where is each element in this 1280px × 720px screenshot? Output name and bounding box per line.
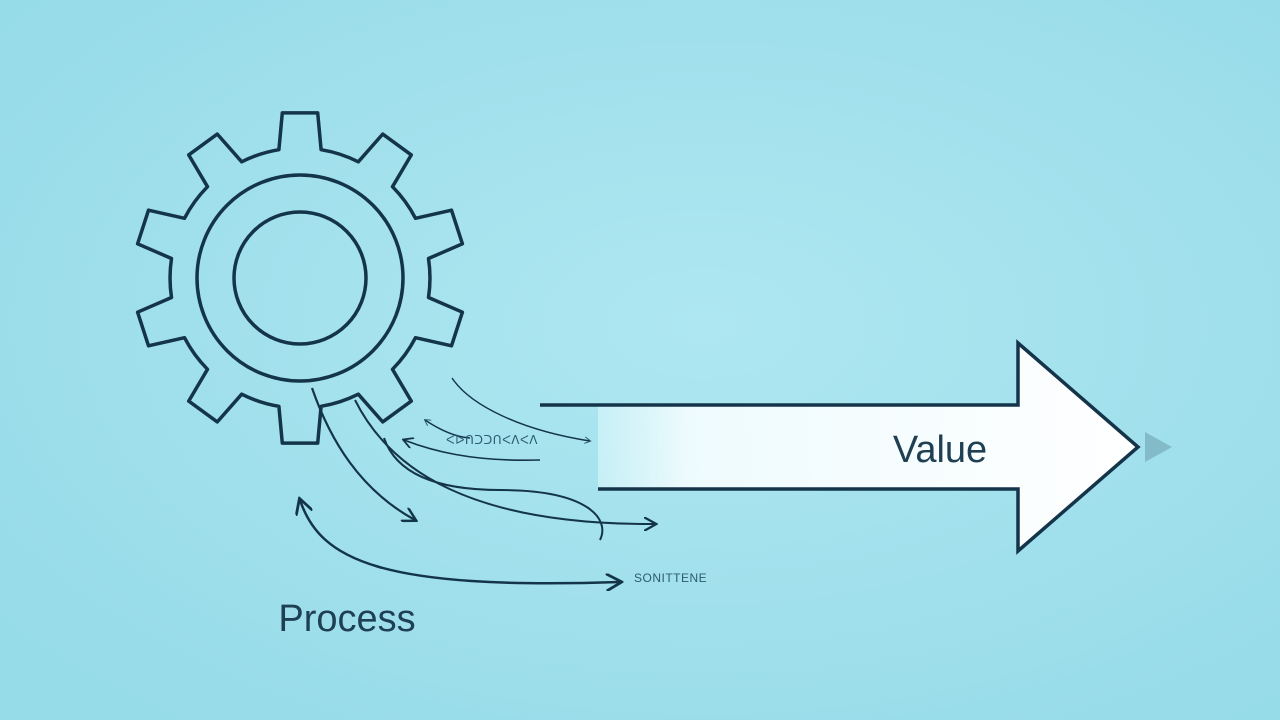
value-arrow-body — [540, 343, 1138, 551]
gear-outline — [135, 111, 465, 445]
gear-icon — [135, 111, 465, 445]
value-label: Value — [893, 429, 987, 471]
flow-arrows — [300, 377, 655, 583]
flow-arrow-5 — [451, 377, 590, 441]
arrow-right-icon — [540, 339, 1172, 555]
gear-ring-outer — [195, 173, 405, 383]
process-label: Process — [278, 598, 415, 640]
value-arrow-shadow-tip — [1145, 432, 1172, 462]
flow-arrow-4 — [404, 440, 541, 462]
flow-arrow-process — [300, 500, 620, 583]
small-label-bottom: SONITTENE — [634, 571, 707, 585]
flow-arrow-6 — [425, 420, 471, 439]
small-label-top: ᐸᐅᑎᑐᑐᑎᐸᐱᐸᐱ — [446, 433, 538, 447]
gear-ring-inner — [232, 210, 368, 346]
value-arrow-outline — [540, 339, 1141, 555]
